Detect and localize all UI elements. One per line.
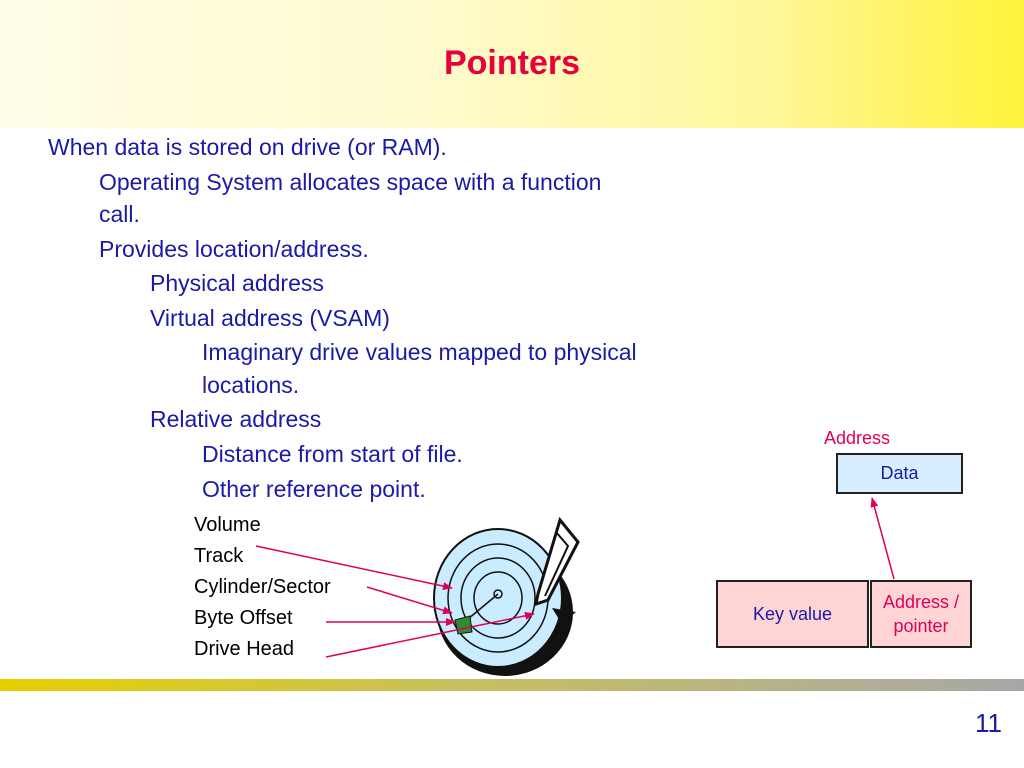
- disk-label-byte-offset: Byte Offset: [194, 607, 293, 629]
- bullet-item: Provides location/address.: [99, 236, 369, 262]
- disk-label-volume: Volume: [194, 514, 261, 536]
- bullet-item: Imaginary drive values mapped to physica…: [202, 339, 637, 365]
- bullet-item: Physical address: [150, 270, 324, 296]
- bullet-item: When data is stored on drive (or RAM).: [48, 134, 447, 160]
- pointer-arrow: [870, 497, 895, 580]
- bullet-item: Distance from start of file.: [202, 441, 463, 467]
- disk-label-track: Track: [194, 545, 244, 567]
- hard-disk-icon: [433, 516, 580, 676]
- bullet-item: Operating System allocates space with a …: [99, 169, 602, 195]
- bullet-item: Other reference point.: [202, 476, 426, 502]
- bullet-item: call.: [99, 201, 140, 227]
- data-box: Data: [836, 453, 963, 494]
- title-band: [0, 0, 1024, 128]
- bullet-item: locations.: [202, 372, 300, 398]
- key-value-label: Key value: [752, 603, 833, 624]
- slide-title: Pointers: [443, 44, 581, 82]
- bullet-item: Virtual address (VSAM): [150, 305, 390, 331]
- page-number: 11: [975, 708, 1002, 738]
- footer-bar: [0, 679, 1024, 691]
- disk-label-cylinder: Cylinder/Sector: [194, 576, 331, 598]
- key-value-box: Key value: [716, 580, 869, 648]
- address-pointer-label: Address / pointer: [882, 592, 960, 636]
- disk-label-drive-head: Drive Head: [194, 638, 295, 660]
- bullet-item: Relative address: [150, 406, 322, 432]
- address-label: Address: [824, 428, 891, 448]
- address-pointer-box: Address / pointer: [870, 580, 972, 648]
- data-box-label: Data: [880, 463, 919, 483]
- disk-pointer-arrows: [255, 545, 535, 658]
